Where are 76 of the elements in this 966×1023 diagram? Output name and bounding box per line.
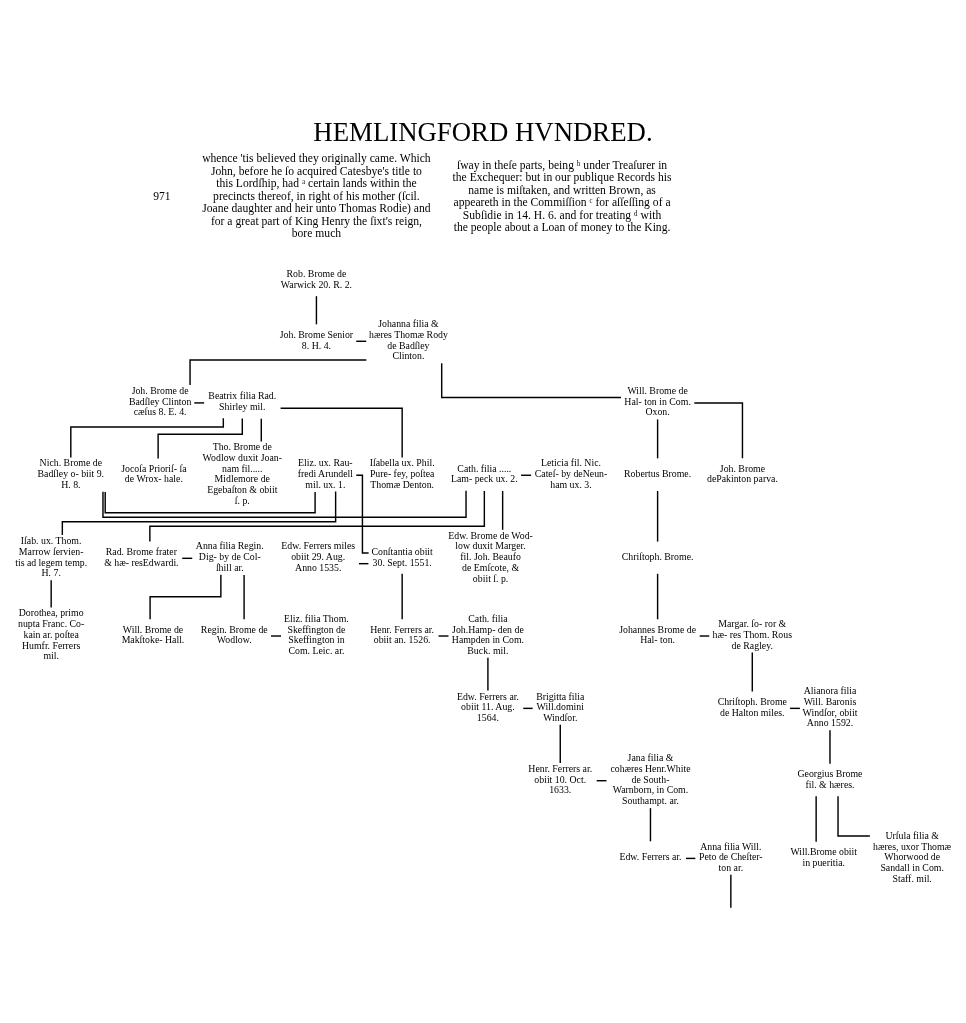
diagram-title: HEMLINGFORD HVNDRED. (313, 116, 653, 147)
node-text: Iſab. ux. Thom. Marrow ſervien- tis ad legem temp. H. 7. (15, 534, 88, 578)
node-text: Henr. Ferrers ar. obiit an. 1526. (370, 623, 435, 645)
node-text: Regin. Brome de Wodlow. (200, 623, 268, 645)
node-text: Will.Brome obiit in pueritia. (790, 845, 858, 868)
connector (559, 723, 561, 764)
node-text: Nich. Brome de Badſley o- biit 9. H. 8. (37, 456, 105, 490)
connector (656, 418, 659, 459)
node-text: Eliz. ux. Rau- fredi Arundell mil. ux. 1. (297, 456, 354, 490)
connector (243, 573, 245, 620)
node-text: Chriſtoph. Brome. (621, 550, 694, 562)
node-text: Rad. Brome frater & hæ- resEdwardi. (104, 545, 179, 568)
connector (829, 729, 831, 764)
node-text: Margar. ſo- ror & hæ- res Thom. Rous de Ragley. (712, 617, 792, 651)
connector (693, 401, 744, 459)
connector (501, 489, 504, 531)
label: 971 (153, 189, 171, 203)
connector (656, 572, 659, 620)
node-text: Johannes Brome de Hal- ton. (619, 623, 697, 645)
node-text: Joh. Brome Senior 8. H. 4. (279, 328, 354, 350)
node-text: Rob. Brome de Warwick 20. R. 2. (280, 267, 353, 290)
connector (698, 634, 710, 637)
node-text: Anna filia Regin. Dig- by de Col- ſhill ar. (195, 539, 264, 573)
connector (279, 407, 403, 458)
connector (260, 417, 262, 442)
node-text: Robertus Brome. (624, 467, 692, 479)
node-text: Johanna filia & hæres Thomæ Rody de Badſley Clinton. (368, 317, 448, 361)
connector (315, 294, 318, 325)
connector (649, 806, 652, 842)
connector (50, 578, 52, 608)
node-text: Joh. Brome dePakinton parva. (707, 462, 778, 484)
connector (193, 401, 205, 404)
node-text: Dorothea, primo nupta Franc. Co- kain ar. poſtea Humfr. Ferrers mil. (18, 606, 85, 661)
node-text: Anna filia Will. Peto de Cheſter- ton ar. (699, 840, 763, 873)
node-text: Cath. filia ..... Lam- peck ux. 2. (450, 462, 518, 484)
node-text: Alianora filia Will. Baronis Windſor, obiit Anno 1592. (802, 684, 858, 728)
connector (440, 361, 622, 398)
connector (149, 573, 222, 620)
node-text: Jana filia & cohæres Henr.White de South- Warnborn, in Com. Southampt. ar. (610, 751, 691, 806)
node-text: Urſula filia & hæres, uxor Thomæ Whorwood de Sandall in Com. Staff. mil. (873, 829, 952, 884)
connector (487, 656, 489, 691)
connector (815, 794, 817, 842)
connector (189, 358, 368, 386)
label: whence 'tis believed they originally came. Which John, before he ſo acquired Catesbye's title to this Lordſhip, had ᵃ certain lands within the precincts thereof, in right of his mother (ſcil. Joane daughter and heir unto Thomas Rodie) and for a great part of King Henry the ſixt's reign, bore much (202, 151, 431, 240)
connector (104, 490, 316, 513)
node-text: Eliz. filia Thom. Skeffington de Skeffington in Com. Leic. ar. (284, 612, 349, 656)
node-text: Jocoſa Prioriſ- ſa de Wrox- hale. (121, 462, 187, 484)
connector (70, 417, 225, 458)
node-text: Edw. Ferrers ar. (619, 850, 682, 862)
connector (401, 572, 403, 620)
node-text: Conſtantia obiit 30. Sept. 1551. (371, 545, 433, 568)
label: ſway in theſe parts, being ᵇ under Treaſurer in the Exchequer: but in our publique Records his name is miſtaken, and written Brown, as appeareth in the Commiſſion ᶜ for aſſeſſing of a Subſidie in 14. H. 6. and for treating ᵈ with the people about a Loan of money to the King. (452, 158, 672, 234)
node-text: Will. Brome de Makſtoke- Hall. (121, 623, 185, 645)
node-text: Georgius Brome fil. & hæres. (797, 767, 863, 790)
node-text: Brigitta filia Will.domini Windſor. (536, 690, 585, 723)
node-text: Tho. Brome de Wodlow duxit Joan- nam fil..... Midlemore de Egebaſton & obiit ſ. p. (202, 440, 282, 506)
connector (149, 489, 486, 542)
node-text: Chriſtoph. Brome de Halton miles. (717, 695, 787, 718)
node-text: Joh. Brome de Badſley Clinton cæſus 8. E. 4. (128, 384, 192, 417)
connector (270, 634, 282, 637)
connector (157, 417, 243, 459)
node-text: Cath. filia Joh.Hamp- den de Hampden in Com. Buck. mil. (451, 612, 525, 656)
connector (656, 489, 659, 542)
node-text: Beatrix filia Rad. Shirley mil. (208, 389, 277, 412)
node-text: Edw. Ferrers miles obiit 29. Aug. Anno 1535. (281, 539, 356, 573)
node-text: Edw. Ferrers ar. obiit 11. Aug. 1564. (456, 690, 519, 723)
node-text: Iſabella ux. Phil. Pure- fey, poſtea Thomæ Denton. (369, 456, 435, 490)
connector (730, 873, 732, 908)
connector (437, 634, 450, 637)
node-text: Leticia fil. Nic. Cateſ- by deNeun- ham ux. 3. (534, 456, 608, 490)
connector (102, 489, 467, 518)
node-text: Henr. Ferrers ar. obiit 10. Oct. 1633. (528, 762, 593, 795)
connector (837, 795, 871, 837)
connector (751, 651, 753, 692)
node-text: Edw. Brome de Wod- low duxit Marger. fil. Joh. Beaufo de Emſcote, & obiit ſ. p. (448, 529, 533, 584)
node-text: Will. Brome de Hal- ton in Com. Oxon. (624, 384, 691, 417)
